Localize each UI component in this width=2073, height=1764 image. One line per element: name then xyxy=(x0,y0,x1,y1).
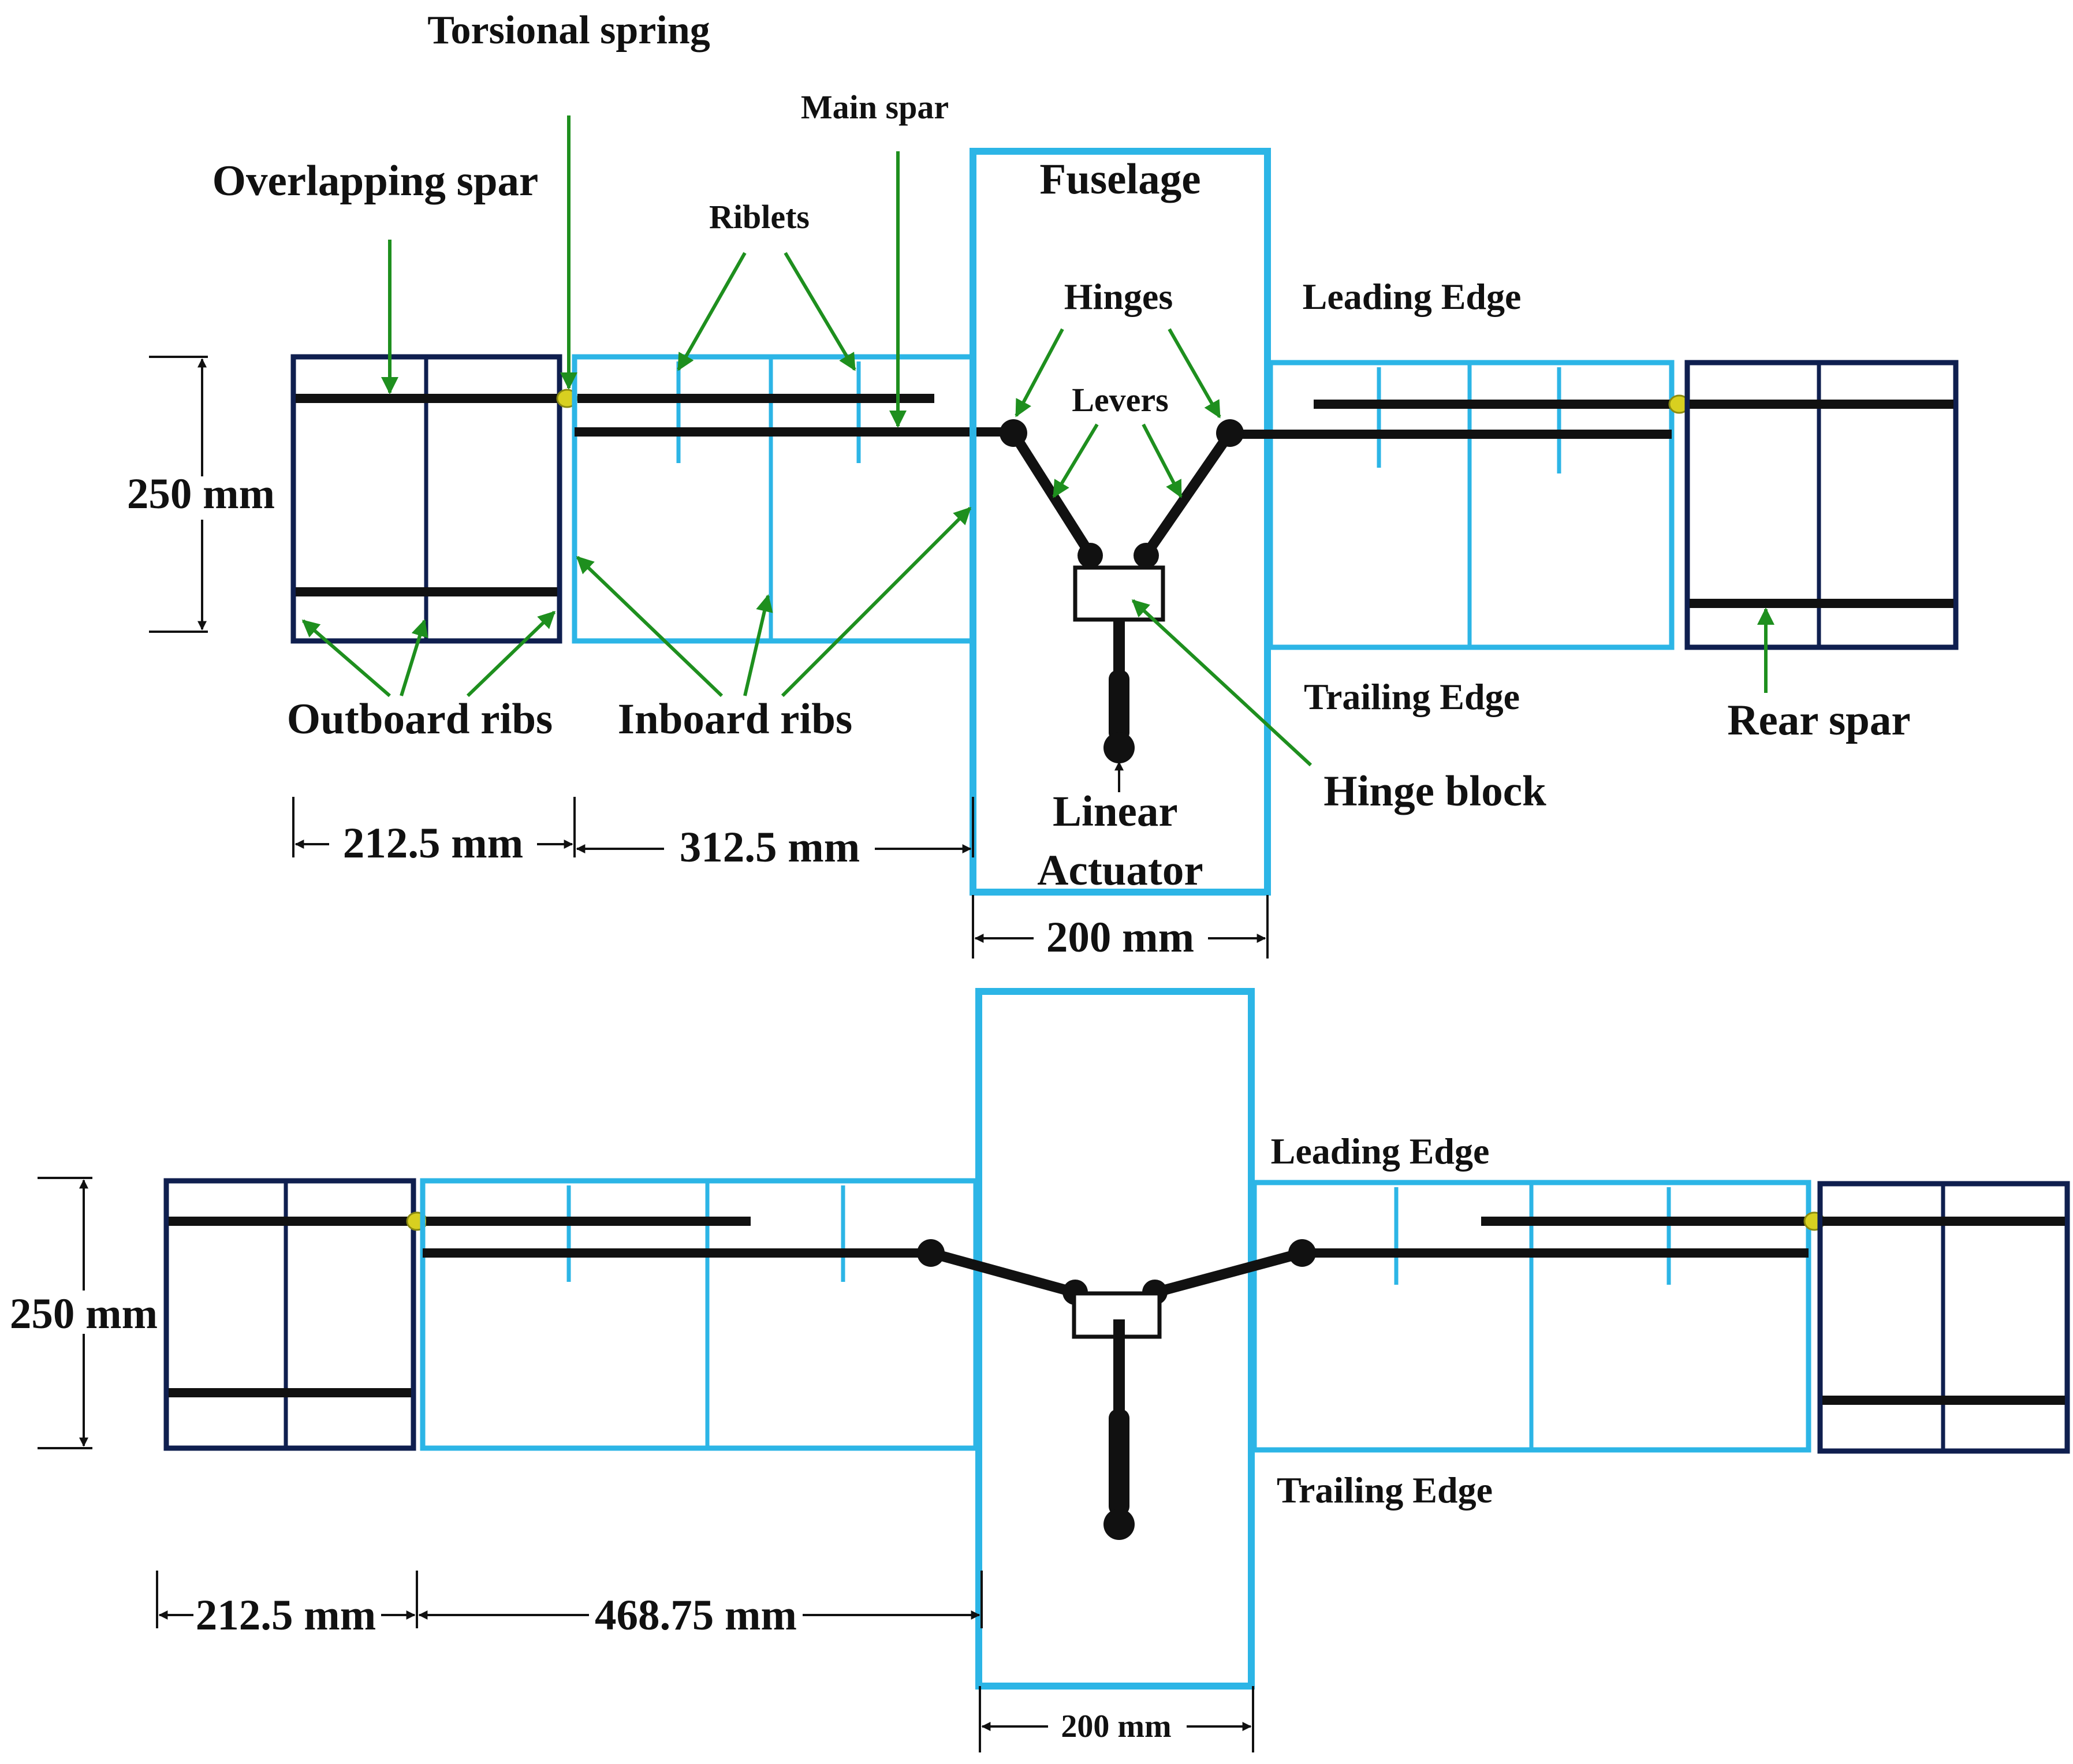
hinge-left xyxy=(1000,419,1027,447)
left-outboard-wing xyxy=(290,354,562,644)
chord-dimension-bottom: 250 mm xyxy=(10,1290,158,1338)
levers-label: Levers xyxy=(1072,381,1169,419)
overlapping-spar-label: Overlapping spar xyxy=(212,157,539,205)
outboard-span-dimension-top: 212.5 mm xyxy=(343,819,523,867)
labels-bottom: Leading Edge 250 mm Trailing Edge 212.5 … xyxy=(10,1131,1493,1744)
actuation-mechanism-top xyxy=(1000,419,1244,763)
hinge-right xyxy=(1216,419,1244,447)
fuselage-width-dimension-top: 200 mm xyxy=(1046,913,1194,961)
dimension-lines-top xyxy=(149,356,1269,959)
right-outboard-wing-extended xyxy=(1817,1181,2070,1454)
inboard-span-dimension-bottom: 468.75 mm xyxy=(595,1591,797,1639)
main-spar-label: Main spar xyxy=(801,88,949,126)
right-outboard-wing xyxy=(1684,360,1959,650)
linear-actuator-label: Linear Actuator xyxy=(1037,788,1203,894)
chord-dimension-top: 250 mm xyxy=(127,470,275,518)
left-inboard-wing xyxy=(572,354,1013,644)
bottom-configuration: Leading Edge 250 mm Trailing Edge 212.5 … xyxy=(10,988,2070,1752)
linear-actuator-rod xyxy=(1109,670,1129,742)
rear-spar-label: Rear spar xyxy=(1727,696,1910,744)
left-outboard-wing-extended xyxy=(163,1178,416,1451)
hinge-block xyxy=(1073,565,1165,622)
outboard-ribs-label: Outboard ribs xyxy=(287,695,553,743)
right-inboard-wing xyxy=(1230,360,1675,650)
fuselage-top xyxy=(970,148,1271,896)
torsional-spring-label: Torsional spring xyxy=(427,8,710,53)
linear-actuator-line-1: Linear xyxy=(1053,788,1177,836)
inboard-ribs-label: Inboard ribs xyxy=(618,695,852,743)
leading-edge-label-extended: Leading Edge xyxy=(1271,1131,1490,1172)
right-inboard-wing-extended xyxy=(1251,1180,1811,1453)
dimension-lines-bottom xyxy=(38,1177,1254,1752)
left-inboard-wing-extended xyxy=(420,1178,979,1451)
fuselage-bottom xyxy=(975,988,1255,1690)
trailing-edge-label-extended: Trailing Edge xyxy=(1277,1470,1493,1511)
hinges-label: Hinges xyxy=(1064,276,1173,317)
labels-top: Torsional spring Main spar Overlapping s… xyxy=(127,8,1911,961)
outboard-span-dimension-bottom: 212.5 mm xyxy=(196,1591,376,1639)
trailing-edge-label: Trailing Edge xyxy=(1304,676,1520,717)
top-configuration: Torsional spring Main spar Overlapping s… xyxy=(127,8,1959,961)
leading-edge-label: Leading Edge xyxy=(1303,276,1522,317)
linear-actuator-line-2: Actuator xyxy=(1037,846,1203,894)
callout-arrows-top xyxy=(301,115,1774,767)
fuselage-label: Fuselage xyxy=(1039,155,1200,203)
inboard-span-dimension-top: 312.5 mm xyxy=(680,823,860,871)
hinge-block-label: Hinge block xyxy=(1323,767,1546,815)
riblets-label: Riblets xyxy=(709,198,810,236)
fuselage-width-dimension-bottom: 200 mm xyxy=(1061,1709,1171,1744)
actuation-mechanism-bottom xyxy=(917,1239,1316,1540)
